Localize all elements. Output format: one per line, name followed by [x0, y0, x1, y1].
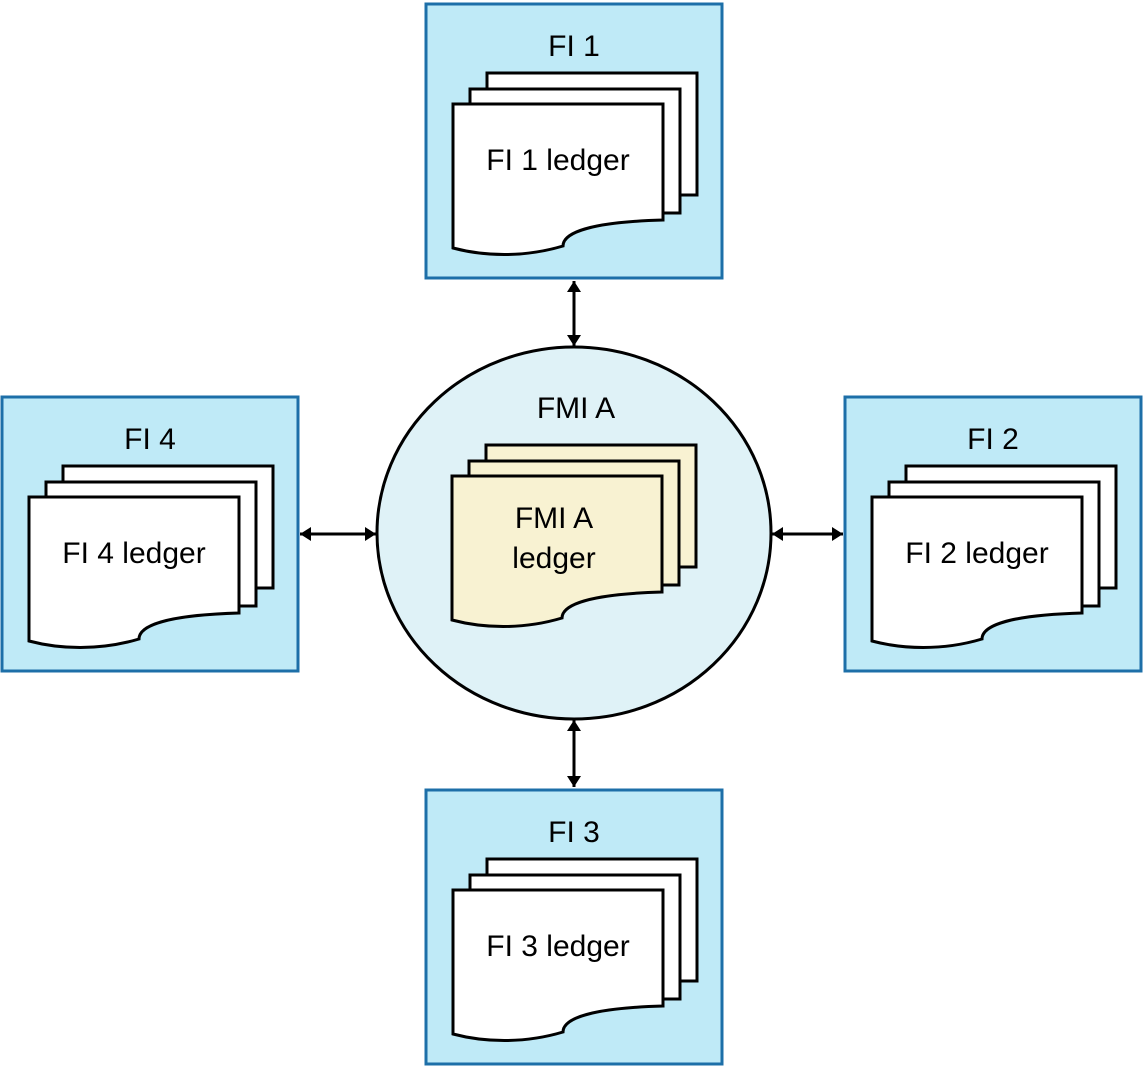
ledger-stack-sheet-front: [451, 102, 665, 256]
connections-layer: [300, 281, 843, 787]
ledger-stack-sheet-front: [451, 888, 665, 1042]
ledger-stack-sheet-front: [27, 495, 241, 649]
participant-title: FI 3: [548, 816, 600, 849]
participant-node-fi4[interactable]: FI 4 FI 4 ledger: [0, 395, 300, 673]
arrowhead-icon: [365, 527, 376, 541]
connection-arrow-fi2: [772, 527, 843, 541]
connection-arrow-fi4: [300, 527, 376, 541]
fmi-ledger-stack-sheet-front: [450, 474, 664, 628]
arrowhead-icon: [567, 335, 581, 346]
ledger-label: FI 1 ledger: [486, 144, 629, 177]
arrowhead-icon: [567, 720, 581, 731]
connection-arrow-fi1: [567, 281, 581, 346]
fmi-ledger-label-line: ledger: [512, 542, 595, 575]
participant-title: FI 2: [967, 423, 1019, 456]
participant-title: FI 1: [548, 30, 600, 63]
arrowhead-icon: [772, 527, 783, 541]
ledger-label: FI 4 ledger: [62, 537, 205, 570]
participant-node-fi3[interactable]: FI 3 FI 3 ledger: [424, 788, 724, 1066]
ledger-label: FI 3 ledger: [486, 930, 629, 963]
ledger-stack-sheet-front: [870, 495, 1084, 649]
connection-arrow-fi3: [567, 720, 581, 787]
participant-node-fi2[interactable]: FI 2 FI 2 ledger: [843, 395, 1143, 673]
participant-node-fi1[interactable]: FI 1 FI 1 ledger: [424, 2, 724, 280]
arrowhead-icon: [832, 527, 843, 541]
fmi-ledger-label-line: FMI A: [515, 502, 593, 535]
arrowhead-icon: [567, 776, 581, 787]
arrowhead-icon: [300, 527, 311, 541]
arrowhead-icon: [567, 281, 581, 292]
ledger-label: FI 2 ledger: [905, 537, 1048, 570]
fmi-node[interactable]: FMI A FMI A ledger: [375, 345, 773, 721]
fmi-title: FMI A: [537, 392, 615, 425]
participant-title: FI 4: [124, 423, 176, 456]
